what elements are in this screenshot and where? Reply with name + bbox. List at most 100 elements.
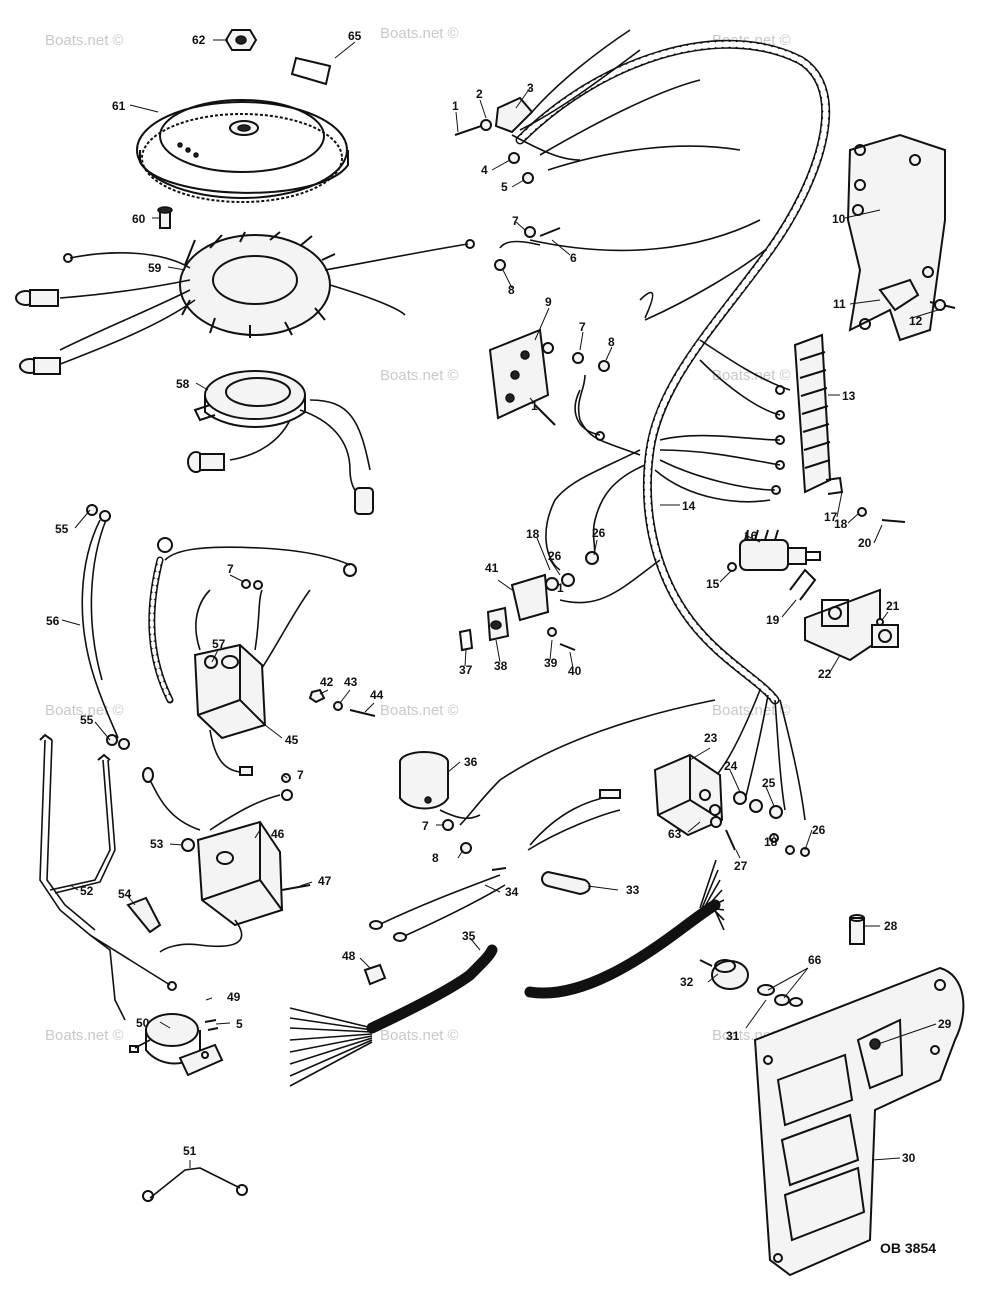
callout: 35 xyxy=(462,929,476,943)
callout: 24 xyxy=(724,759,738,773)
callout: 23 xyxy=(704,731,718,745)
power-pack-hardware xyxy=(308,688,376,717)
ignition-plate xyxy=(804,588,899,662)
callout: 8 xyxy=(508,283,515,297)
callout: 7 xyxy=(512,214,519,228)
watermark: Boats.net © xyxy=(712,367,791,384)
bundled-cables xyxy=(289,859,725,1087)
callout: 11 xyxy=(833,297,846,311)
callout: 56 xyxy=(46,614,60,628)
switch-assembly xyxy=(454,29,641,184)
condenser xyxy=(399,751,481,854)
terminal-block xyxy=(771,333,844,495)
callout: 8 xyxy=(608,335,615,349)
callout: 63 xyxy=(668,827,682,841)
callout: 2 xyxy=(476,87,483,101)
starter-solenoid xyxy=(653,753,810,857)
callout: 66 xyxy=(808,953,822,967)
callout: 22 xyxy=(818,667,832,681)
callout: 19 xyxy=(766,613,780,627)
callout: 33 xyxy=(626,883,640,897)
ignition-coil xyxy=(142,767,311,953)
callout: 12 xyxy=(909,314,923,328)
callout: 15 xyxy=(706,577,720,591)
callout: 60 xyxy=(132,212,146,226)
cable-clamp xyxy=(541,870,591,896)
mount-stud xyxy=(849,914,865,945)
callout: 29 xyxy=(938,1017,952,1031)
callout: 5 xyxy=(501,180,508,194)
callout: 18 xyxy=(764,835,778,849)
callout: 26 xyxy=(812,823,826,837)
connector-48 xyxy=(363,963,387,986)
stator xyxy=(15,231,475,375)
callout: 46 xyxy=(271,827,285,841)
callout: 6 xyxy=(570,251,577,265)
callout: 3 xyxy=(527,81,534,95)
callout: 7 xyxy=(297,768,304,782)
callout: 50 xyxy=(136,1016,150,1030)
callout: 4 xyxy=(481,163,488,177)
callout: 1 xyxy=(452,99,459,113)
callout: 31 xyxy=(726,1029,740,1043)
watermark: Boats.net © xyxy=(45,1027,124,1044)
callout: 38 xyxy=(494,659,508,673)
power-pack xyxy=(148,537,357,776)
callout: 21 xyxy=(886,599,900,613)
callout: 5 xyxy=(236,1017,243,1031)
callout: 18 xyxy=(834,517,848,531)
cable-leads xyxy=(369,789,621,942)
watermark: Boats.net © xyxy=(380,367,459,384)
choke-solenoid xyxy=(458,431,605,652)
callout: 51 xyxy=(183,1144,197,1158)
callout: 43 xyxy=(344,675,358,689)
callout: 17 xyxy=(824,510,838,524)
callout: 61 xyxy=(112,99,126,113)
callout: 42 xyxy=(320,675,334,689)
callout: 62 xyxy=(192,33,206,47)
callout: 14 xyxy=(682,499,696,513)
callout-numbers: 62 65 61 60 59 58 1 2 3 4 5 7 6 8 9 7 8 … xyxy=(46,29,952,1165)
rectifier xyxy=(488,226,610,436)
callout: 55 xyxy=(80,713,94,727)
callout: 30 xyxy=(902,1151,916,1165)
callout: 26 xyxy=(548,549,562,563)
spark-plug-leads xyxy=(39,733,177,1021)
callout: 7 xyxy=(579,320,586,334)
callout: 40 xyxy=(568,664,582,678)
ground-wire xyxy=(81,504,130,750)
callout: 37 xyxy=(459,663,473,677)
base-plate xyxy=(753,966,965,1277)
callout: 45 xyxy=(285,733,299,747)
callout: 41 xyxy=(485,561,499,575)
callout: 47 xyxy=(318,874,332,888)
callout: 53 xyxy=(150,837,164,851)
callout: 16 xyxy=(744,529,758,543)
watermark: Boats.net © xyxy=(380,25,459,42)
leader-lines xyxy=(61,39,939,1168)
callout: 34 xyxy=(505,885,519,899)
callout: 8 xyxy=(432,851,439,865)
callout: 55 xyxy=(55,522,69,536)
stator-screw xyxy=(157,206,173,229)
callout: 7 xyxy=(422,819,429,833)
ground-strap xyxy=(142,1167,248,1202)
callout: 26 xyxy=(592,526,606,540)
mounting-bracket xyxy=(846,133,956,342)
callout: 1 xyxy=(557,581,564,595)
flywheel-nut xyxy=(224,29,258,51)
flywheel xyxy=(136,99,349,203)
callout: 54 xyxy=(118,887,132,901)
document-code: OB 3854 xyxy=(880,1240,936,1256)
callout: 28 xyxy=(884,919,898,933)
callout: 44 xyxy=(370,688,384,702)
callout: 52 xyxy=(80,884,94,898)
callout: 57 xyxy=(212,637,226,651)
callout: 65 xyxy=(348,29,362,43)
callout: 27 xyxy=(734,859,748,873)
temperature-switch xyxy=(129,1013,224,1077)
callout: 59 xyxy=(148,261,162,275)
screws-right xyxy=(727,507,906,572)
callout: 36 xyxy=(464,755,478,769)
